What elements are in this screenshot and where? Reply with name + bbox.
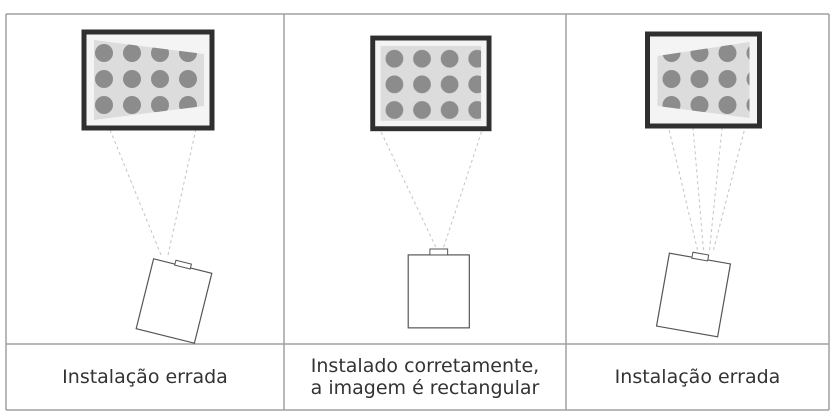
beam-lines xyxy=(378,126,484,248)
dot-pattern xyxy=(657,42,750,118)
upright-projector xyxy=(407,248,470,329)
beam-lines xyxy=(105,105,202,256)
panel-wrong-installation-right xyxy=(645,31,762,338)
projector-body xyxy=(407,254,470,329)
caption-middle-line-2: a imagem é rectangular xyxy=(310,377,540,399)
projector-lens xyxy=(691,251,710,262)
caption-middle-line-1: Instalado corretamente, xyxy=(310,355,540,377)
tilted-projector xyxy=(135,258,213,344)
caption-right-text: Instalação errada xyxy=(614,366,781,388)
beam-lines xyxy=(663,105,748,251)
caption-middle: Instalado corretamente, a imagem é recta… xyxy=(284,344,566,410)
dot-pattern xyxy=(380,45,482,121)
caption-left-text: Instalação errada xyxy=(62,366,228,388)
projector-body xyxy=(135,258,213,344)
grid-lines xyxy=(5,13,830,411)
panel-correct-installation xyxy=(370,35,492,329)
caption-left: Instalação errada xyxy=(6,344,284,410)
projector-body xyxy=(655,252,732,338)
projector-lens xyxy=(174,259,193,270)
tilted-projector xyxy=(655,251,732,338)
projector-lens xyxy=(429,248,449,256)
panel-wrong-installation-left xyxy=(81,29,215,344)
dot-pattern xyxy=(94,40,204,120)
caption-right: Instalação errada xyxy=(566,344,829,410)
